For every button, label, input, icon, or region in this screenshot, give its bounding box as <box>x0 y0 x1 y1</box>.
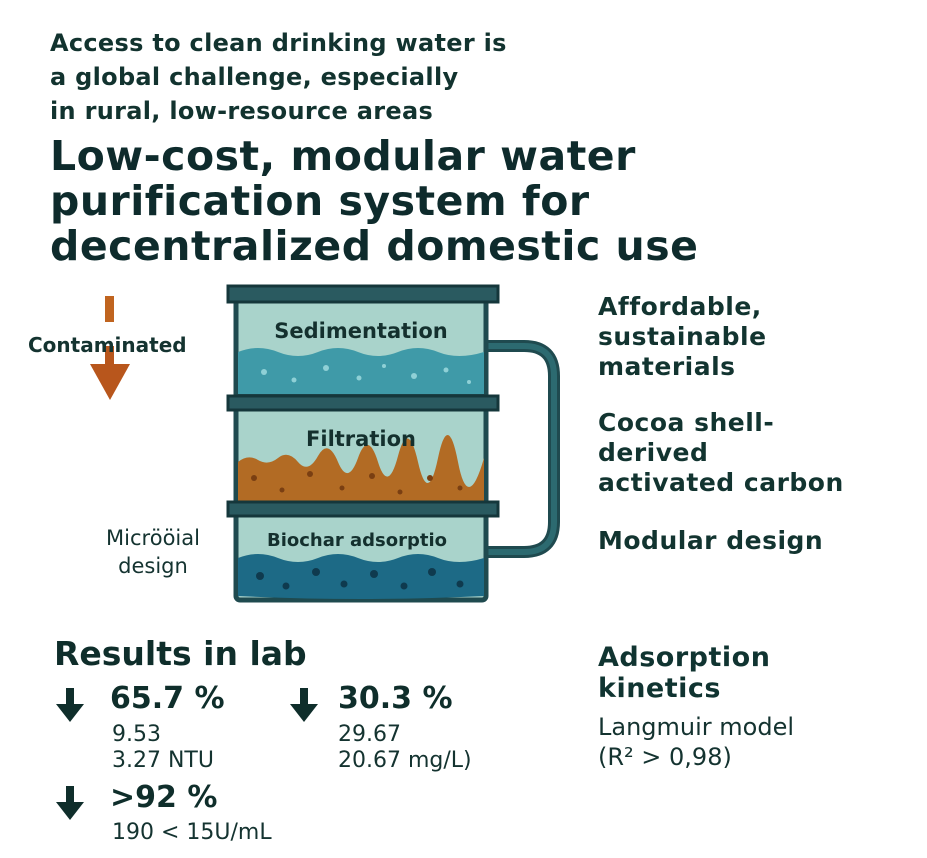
title-line-3: decentralized domestic use <box>50 222 699 270</box>
jug-handle <box>486 340 560 558</box>
top-rim <box>226 284 500 304</box>
adsorption-sub-line-2: (R² > 0,98) <box>598 743 732 771</box>
contaminated-arrow-icon <box>90 296 130 400</box>
adsorption-subtitle: Langmuir model (R² > 0,98) <box>598 712 794 772</box>
result-1-line-1: 9.53 <box>112 722 161 747</box>
intro-line-2: a global challenge, especially <box>50 63 459 91</box>
intro-line-1: Access to clean drinking water is <box>50 29 507 57</box>
stage-label-filtration: Filtration <box>306 427 416 451</box>
microbial-label-line-1: Micrööial <box>106 526 200 550</box>
page-title: Low-cost, modular water purification sys… <box>50 134 698 269</box>
sedimentation-stage <box>233 293 489 399</box>
result-3-line-1: 190 < 15U/mL <box>112 820 272 845</box>
adsorption-title: Adsorption kinetics <box>598 642 770 704</box>
adsorption-sub-line-1: Langmuir model <box>598 713 795 741</box>
biochar-stage <box>233 509 489 603</box>
feature-cocoa-carbon: Cocoa shell- derived activated carbon <box>598 408 844 498</box>
stage-label-biochar: Biochar adsorptio <box>267 530 447 551</box>
feature-cocoa-line-1: Cocoa shell- <box>598 408 775 437</box>
down-arrow-icon <box>56 786 84 820</box>
feature-affordable-line-2: sustainable <box>598 322 767 351</box>
adsorption-title-line-1: Adsorption <box>598 642 771 673</box>
title-line-1: Low-cost, modular water <box>50 132 636 180</box>
feature-cocoa-line-3: activated carbon <box>598 468 844 497</box>
filter-diagram: Sedimentation Filtration Biochar adsorpt… <box>226 284 560 603</box>
feature-affordable: Affordable, sustainable materials <box>598 292 767 382</box>
result-2-line-1: 29.67 <box>338 722 401 747</box>
down-arrow-icon <box>290 688 318 722</box>
middle-rim <box>226 394 500 412</box>
feature-affordable-line-1: Affordable, <box>598 292 762 321</box>
result-1-line-2: 3.27 NTU <box>112 748 214 773</box>
stage-label-sedimentation: Sedimentation <box>274 319 448 343</box>
result-3-percent: >92 % <box>110 780 218 815</box>
title-line-2: purification system for <box>50 177 590 225</box>
result-2-percent: 30.3 % <box>338 681 453 716</box>
contaminated-label: Contaminated <box>28 333 187 357</box>
adsorption-title-line-2: kinetics <box>598 673 721 704</box>
feature-affordable-line-3: materials <box>598 352 736 381</box>
result-2-line-2: 20.67 mg/L) <box>338 748 472 773</box>
filtration-stage <box>233 403 489 509</box>
microbial-design-label: Micrööial design <box>78 524 228 580</box>
results-title: Results in lab <box>54 634 307 673</box>
jug-handle-inner <box>486 343 557 555</box>
down-arrow-icon <box>56 688 84 722</box>
microbial-label-line-2: design <box>118 554 188 578</box>
result-1-percent: 65.7 % <box>110 681 225 716</box>
intro-line-3: in rural, low-resource areas <box>50 97 434 125</box>
lower-rim <box>226 500 500 518</box>
feature-modular: Modular design <box>598 526 824 555</box>
feature-cocoa-line-2: derived <box>598 438 709 467</box>
intro-text: Access to clean drinking water is a glob… <box>50 26 507 128</box>
result-2-details: 29.67 20.67 mg/L) <box>338 722 472 774</box>
result-1-details: 9.53 3.27 NTU <box>112 722 214 774</box>
